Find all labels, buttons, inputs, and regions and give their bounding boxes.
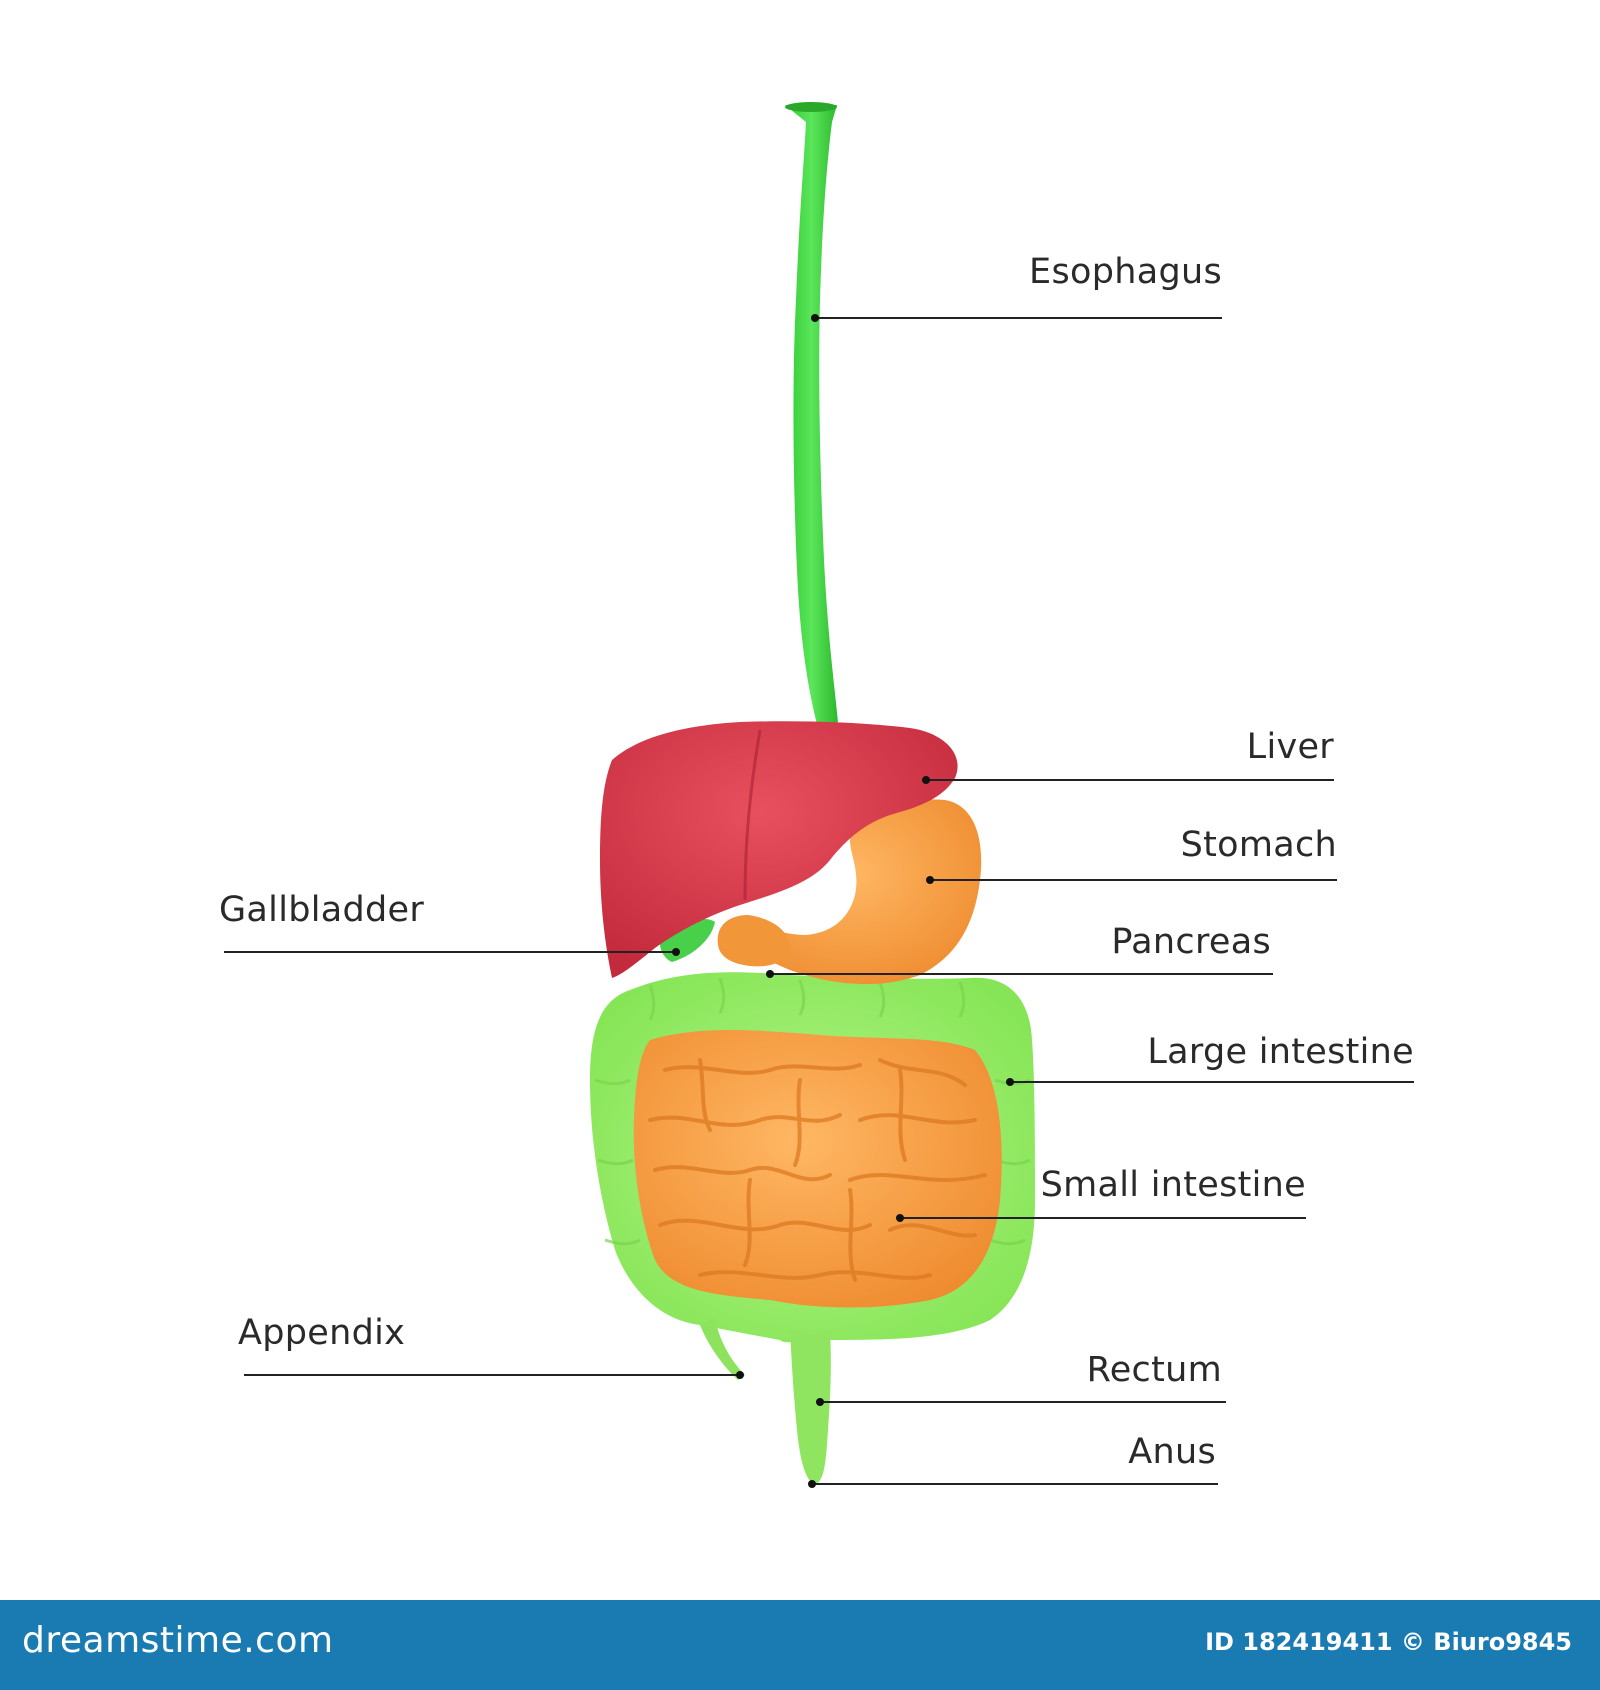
image-credit: ID 182419411 © Biuro9845 [1205,1628,1572,1656]
label-rectum: Rectum [1086,1350,1222,1390]
label-pancreas: Pancreas [1111,922,1271,962]
esophagus-pointer-dot [811,314,819,322]
esophagus-shape [785,105,838,728]
pancreas-pointer-dot [766,970,774,978]
footer-bar: dreamstime.com ID 182419411 © Biuro9845 [0,1600,1600,1690]
appendix-pointer-dot [736,1371,744,1379]
label-gallbladder: Gallbladder [219,890,425,930]
label-stomach: Stomach [1180,825,1337,865]
rectum-pointer-dot [816,1398,824,1406]
gallbladder-pointer-dot [672,948,680,956]
label-liver: Liver [1246,727,1334,767]
large-intestine-pointer-dot [1006,1078,1014,1086]
digestive-system-illustration [224,102,1414,1488]
anus-pointer-dot [808,1480,816,1488]
pancreas-shape [717,915,790,967]
label-esophagus: Esophagus [1029,252,1222,292]
small-intestine-shape [633,1030,1002,1308]
label-small-intestine: Small intestine [1040,1165,1306,1205]
liver-pointer-dot [922,776,930,784]
small-intestine-pointer-dot [896,1214,904,1222]
liver-shape [600,721,958,978]
stomach-pointer-dot [926,876,934,884]
stomach-shape [745,799,982,985]
label-anus: Anus [1128,1432,1216,1472]
brand-logo-text[interactable]: dreamstime.com [22,1620,334,1661]
label-appendix: Appendix [238,1313,406,1353]
label-large-intestine: Large intestine [1147,1032,1414,1072]
